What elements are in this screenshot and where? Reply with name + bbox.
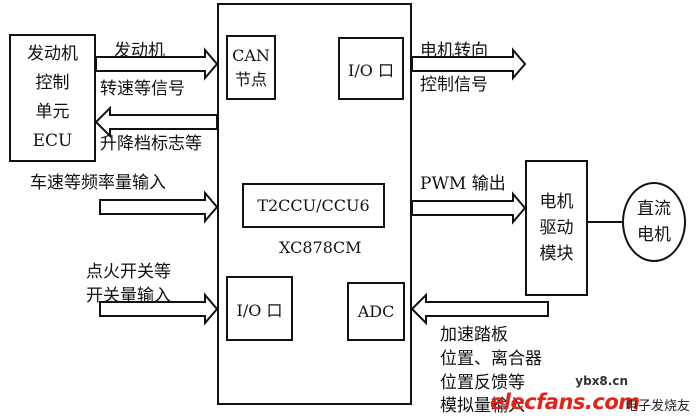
io-top-label: I/O 口 <box>348 60 394 80</box>
arrow-shift-flags <box>94 105 218 139</box>
analog-inputs-label-2: 位置、离合器 <box>440 349 542 369</box>
ecu-line-4: ECU <box>32 131 73 151</box>
ecu-line-2: 控制 <box>35 73 70 93</box>
can-node-box: CAN 节点 <box>226 35 276 100</box>
arrow-vehicle-speed <box>99 190 219 224</box>
analog-inputs-label-3: 位置反馈等 <box>440 373 525 393</box>
t2ccu-box: T2CCU/CCU6 <box>242 183 385 228</box>
watermark-cn: 电子发烧友 <box>624 399 690 414</box>
analog-inputs-label-1: 加速踏板 <box>440 325 508 345</box>
mcu-name: XC878CM <box>279 238 362 257</box>
can-label: CAN <box>232 45 270 65</box>
motor-direction-label-1: 电机转向 <box>420 41 488 61</box>
motor-drive-box: 电机 驱动 模块 <box>525 160 588 296</box>
motor-drive-line-3: 模块 <box>539 244 574 264</box>
watermark-site: elecfans.com <box>490 390 640 414</box>
motor-drive-line-1: 电机 <box>539 192 574 212</box>
arrow-switch-inputs <box>99 292 219 326</box>
dc-motor-line-1: 直流 <box>637 199 671 219</box>
watermark: ybx8.cn elecfans.com 电子发烧友 <box>490 374 690 418</box>
t2ccu-label: T2CCU/CCU6 <box>257 196 370 215</box>
arrow-motor-direction <box>411 47 527 81</box>
arrow-analog-inputs <box>410 292 549 326</box>
io-bottom-label: I/O 口 <box>236 300 283 320</box>
engine-speed-label-1: 发动机 <box>114 41 165 61</box>
io-top-box: I/O 口 <box>338 37 404 100</box>
watermark-badge: ybx8.cn <box>575 374 628 388</box>
engine-speed-label-2: 转速等信号 <box>100 79 185 99</box>
ecu-line-1: 发动机 <box>27 44 78 64</box>
can-node-label: 节点 <box>234 69 267 89</box>
dc-motor-line-2: 电机 <box>637 225 671 245</box>
io-bottom-box: I/O 口 <box>226 276 293 341</box>
shift-flags-label: 升降档标志等 <box>100 134 202 154</box>
motor-drive-line-2: 驱动 <box>539 218 574 238</box>
switch-inputs-label-1: 点火开关等 <box>86 262 171 282</box>
motor-direction-label-2: 控制信号 <box>420 75 488 95</box>
arrow-engine-speed <box>95 47 219 81</box>
analog-inputs-label-4: 模拟量输入 <box>440 396 525 416</box>
adc-label: ADC <box>357 302 395 321</box>
vehicle-speed-label: 车速等频率量输入 <box>30 173 166 193</box>
ecu-box: 发动机 控制 单元 ECU <box>9 34 96 162</box>
ecu-line-3: 单元 <box>35 102 70 122</box>
arrow-pwm <box>411 191 527 225</box>
adc-box: ADC <box>347 282 405 341</box>
switch-inputs-label-2: 开关量输入 <box>86 286 171 306</box>
pwm-out-label: PWM 输出 <box>420 174 506 194</box>
dc-motor-circle: 直流 电机 <box>622 182 686 262</box>
